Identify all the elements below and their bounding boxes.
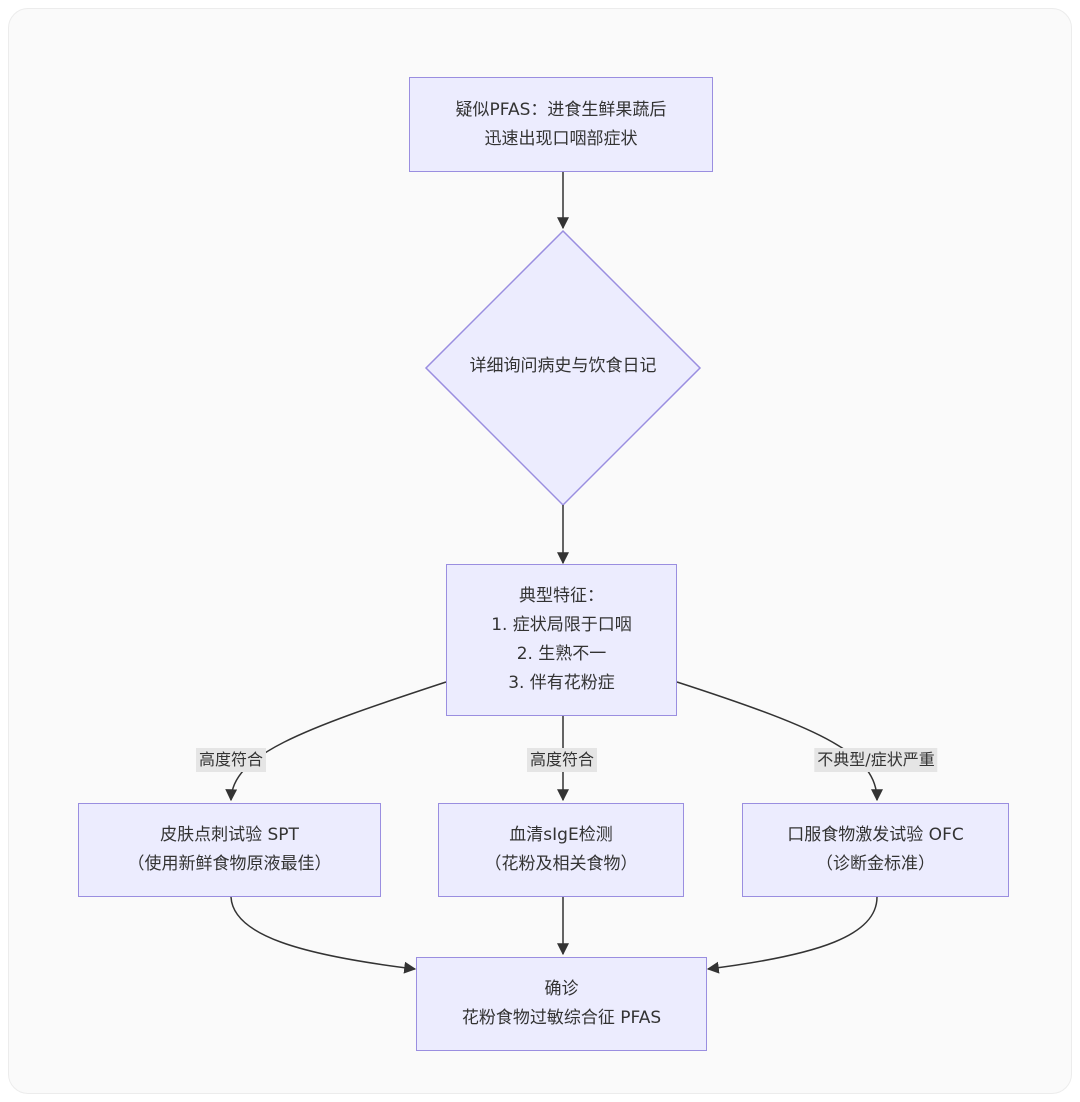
spt-node: 皮肤点刺试验 SPT （使用新鲜食物原液最佳） (78, 803, 381, 897)
diagnosis-line-1: 确诊 (544, 979, 579, 999)
ofc-line-1: 口服食物激发试验 OFC (787, 825, 964, 845)
edge-label-to-sige: 高度符合 (526, 748, 598, 772)
start-line-1: 疑似PFAS：进食生鲜果蔬后 (455, 99, 667, 120)
sige-line-1: 血清sIgE检测 (509, 825, 613, 845)
ofc-node: 口服食物激发试验 OFC （诊断金标准） (742, 803, 1009, 897)
start-line-2: 迅速出现口咽部症状 (484, 128, 638, 149)
ofc-line-2: （诊断金标准） (816, 854, 935, 874)
features-line-1: 典型特征： (519, 586, 604, 606)
diagnosis-node: 确诊 花粉食物过敏综合征 PFAS (416, 957, 707, 1051)
start-node: 疑似PFAS：进食生鲜果蔬后 迅速出现口咽部症状 (409, 77, 713, 172)
diagram-frame (8, 8, 1072, 1094)
spt-line-1: 皮肤点刺试验 SPT (160, 825, 299, 845)
features-line-4: 3. 伴有花粉症 (508, 673, 615, 693)
edge-features-to-ofc (676, 681, 883, 802)
edge-spt-to-diagnosis (230, 896, 417, 974)
features-line-3: 2. 生熟不一 (516, 644, 607, 664)
sige-node: 血清sIgE检测 （花粉及相关食物） (438, 803, 684, 897)
diagnosis-line-2: 花粉食物过敏综合征 PFAS (461, 1008, 662, 1028)
edge-label-to-spt: 高度符合 (195, 748, 267, 772)
features-line-2: 1. 症状局限于口咽 (491, 615, 632, 635)
edge-features-to-spt (225, 681, 447, 802)
sige-line-2: （花粉及相关食物） (484, 854, 638, 874)
features-node: 典型特征： 1. 症状局限于口咽 2. 生熟不一 3. 伴有花粉症 (446, 564, 677, 716)
edge-ofc-to-diagnosis (706, 896, 878, 974)
spt-line-2: （使用新鲜食物原液最佳） (127, 854, 332, 874)
history-decision-text: 详细询问病史与饮食日记 (469, 356, 657, 376)
edge-label-to-ofc: 不典型/症状严重 (814, 748, 938, 772)
